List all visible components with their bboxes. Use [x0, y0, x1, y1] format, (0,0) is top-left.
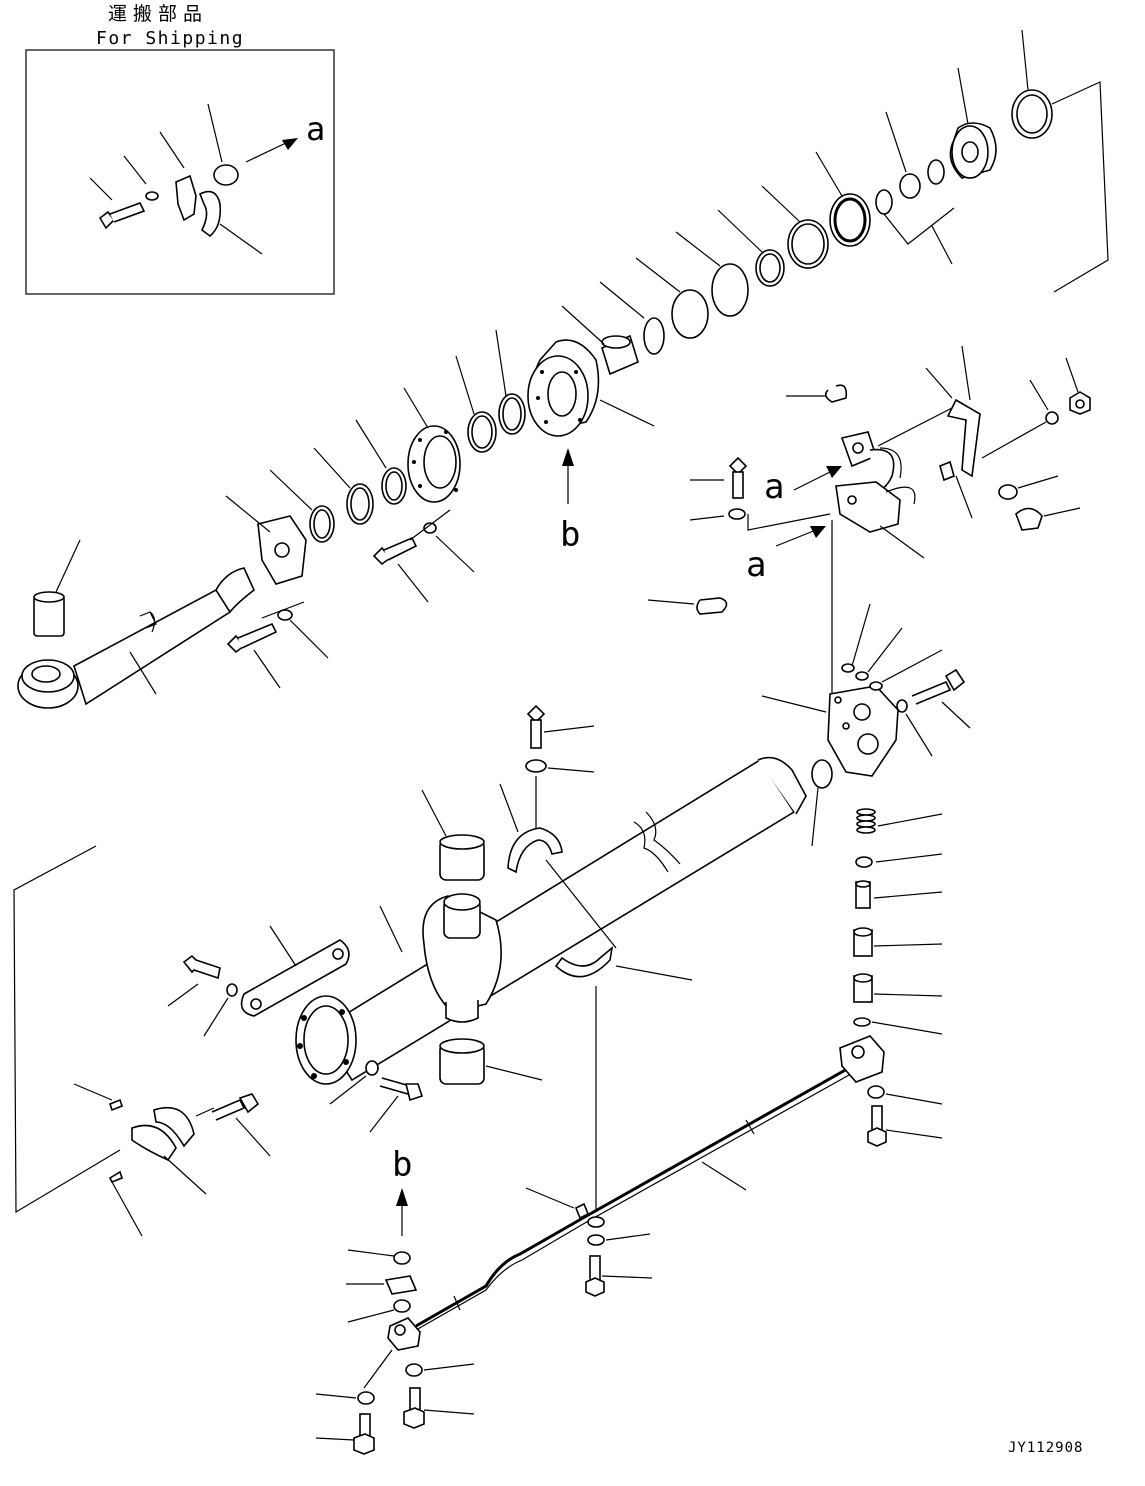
inset-washer-icon — [145, 191, 159, 201]
piston-o-ring-icon — [875, 189, 893, 215]
grease-pin-top-icon — [109, 1098, 123, 1112]
cylinder-head-flange-icon — [407, 425, 461, 503]
spacer-icon — [998, 484, 1018, 500]
cylinder-tube-icon — [318, 758, 796, 1082]
inset-bolt-icon — [98, 202, 146, 230]
tube-flange-icon — [295, 995, 357, 1085]
valve-plug-icon — [853, 973, 873, 1003]
piston-seal-icon — [671, 289, 709, 339]
pipe-bolt-bottom-left-icon — [353, 1413, 375, 1455]
marker-a-upper: a — [764, 467, 784, 507]
pipe-washer-bottom-icon — [405, 1363, 423, 1377]
pipe-clip-bolt-icon — [585, 1255, 605, 1297]
rod-eye-icon — [17, 659, 79, 709]
piston-wear-ring-icon — [829, 193, 871, 247]
pipe-bolt-bottom-right-icon — [403, 1387, 425, 1429]
spring-seat-icon — [855, 856, 873, 868]
spring-icon — [856, 808, 876, 834]
valve-bolt-icon — [728, 456, 748, 499]
rod-bushing-icon — [33, 591, 65, 637]
piston-backup-icon — [899, 173, 921, 199]
slipper-seal-icon — [787, 219, 829, 269]
u-clip-icon — [824, 384, 848, 403]
cylinder-tube-assembly — [13, 704, 807, 1237]
tube-flange-washer-icon — [365, 1060, 379, 1076]
lower-u-clip-icon — [696, 597, 728, 615]
pipe-end-block-bottom-icon — [387, 1317, 421, 1351]
tube-band-lower-icon — [554, 946, 614, 978]
shipping-title-en: For Shipping — [96, 28, 244, 49]
marker-b-upper: b — [560, 515, 580, 555]
cushion-icon — [1015, 507, 1043, 531]
piston-rod-assembly: b — [17, 29, 1109, 709]
small-washer-icon — [1045, 411, 1059, 425]
tube-clip-bolt-icon — [526, 704, 546, 749]
tube-flange-bolt-icon — [379, 1077, 424, 1102]
pipe-end-block-top-icon — [839, 1035, 885, 1083]
piston-icon — [949, 122, 997, 179]
plate-bolt-icon — [182, 954, 221, 980]
shipping-title-jp: 運搬部品 — [108, 3, 208, 25]
grease-pin-bottom-icon — [108, 1170, 123, 1184]
split-flange-icon — [384, 1275, 418, 1295]
pipe-washer-top-icon — [867, 1085, 885, 1099]
nut-icon — [1069, 391, 1091, 415]
head-bolt-icon — [372, 536, 418, 566]
inset-clamp-half-icon — [175, 174, 222, 238]
bolt-washer-icon — [896, 699, 908, 713]
pin-clamp-icon — [131, 1106, 195, 1162]
connecting-plate-icon — [240, 939, 350, 1017]
valve-seal-icon — [811, 759, 833, 789]
valve-o-ring-1-icon — [841, 663, 855, 673]
trunnion-bushing-top-icon — [439, 834, 485, 881]
clamp-bolt-icon — [211, 1093, 260, 1121]
plug-o-ring-icon — [853, 1017, 871, 1027]
inset-plug-icon — [213, 164, 239, 186]
piston-nut-icon — [1011, 89, 1053, 139]
flange-bolt-icon — [226, 622, 278, 654]
valve-hose-group: a a — [647, 345, 1091, 1035]
clip-washer-icon — [587, 1216, 605, 1228]
shipping-parts-inset: 運搬部品 For Shipping a — [25, 3, 335, 295]
valve-o-ring-2-icon — [855, 671, 869, 681]
head-washer-icon — [423, 522, 437, 534]
shipping-box-frame — [25, 49, 335, 295]
marker-b-lower: b — [392, 1145, 412, 1185]
valve-washer-icon — [728, 508, 746, 520]
valve-o-ring-3-icon — [869, 681, 883, 691]
tube-clip-washer-icon — [525, 759, 547, 773]
valve-body-bolt-icon — [911, 668, 966, 705]
valve-block-icon — [835, 481, 916, 533]
valve-body-icon — [827, 685, 899, 777]
inset-marker-a: a — [306, 110, 325, 148]
clip-washer-2-icon — [587, 1234, 605, 1246]
flange-washer-icon — [277, 609, 293, 621]
trunnion-icon — [422, 893, 502, 1023]
pipe-line-icon — [415, 1062, 857, 1328]
pipe-bolt-top-icon — [867, 1105, 887, 1147]
pipe-clip-icon — [574, 1202, 590, 1220]
snap-ring-icon — [643, 317, 665, 355]
piston-inner-ring-icon — [927, 159, 945, 185]
pipe-washer-bottom-left-icon — [357, 1391, 375, 1405]
valve-spool-icon — [855, 880, 871, 909]
lower-pipe-assembly: b — [315, 1035, 943, 1455]
pipe-block-icon — [840, 431, 902, 495]
bracket-icon — [939, 398, 981, 482]
rod-flange-plate-icon — [257, 515, 307, 585]
tube-band-upper-icon — [507, 827, 563, 874]
plate-washer-icon — [226, 983, 238, 997]
wear-ring-icon — [711, 263, 749, 317]
flange-o-ring-icon — [393, 1251, 411, 1265]
flange-o-ring-2-icon — [393, 1299, 411, 1313]
guide-bushing-icon — [601, 334, 639, 376]
marker-a-lower: a — [746, 545, 766, 585]
trunnion-bushing-bottom-icon — [439, 1038, 485, 1085]
cylinder-head-icon — [527, 339, 600, 437]
drawing-number: JY112908 — [1008, 1440, 1083, 1456]
valve-sleeve-icon — [853, 927, 873, 957]
